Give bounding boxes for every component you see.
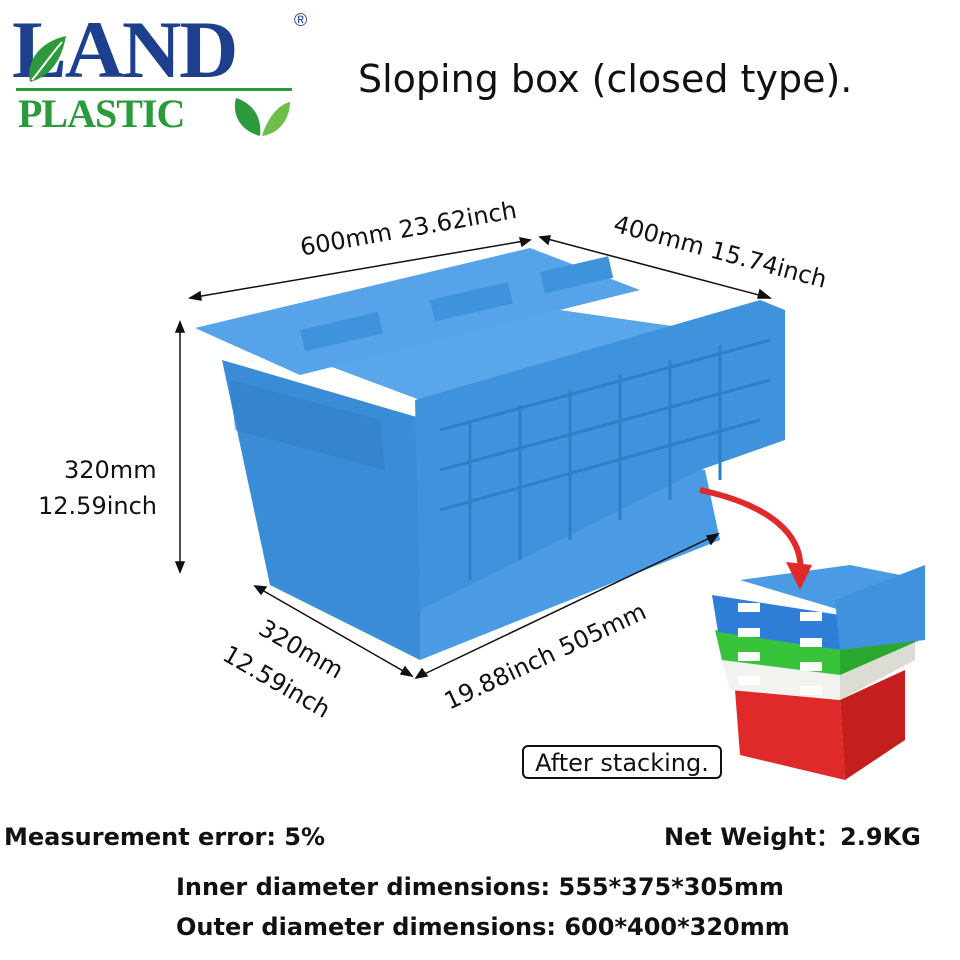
leaf-icon [29,36,66,82]
stacked-boxes [712,565,925,780]
stacking-caption: After stacking. [522,745,722,779]
inner-dimensions: Inner diameter dimensions: 555*375*305mm [176,873,784,901]
measurement-error: Measurement error: 5% [4,823,326,851]
logo-text-plastic: PLASTIC [18,91,185,136]
box-lid-right [415,300,785,610]
outer-dimensions: Outer diameter dimensions: 600*400*320mm [176,913,790,941]
arrow-path [699,487,804,576]
leaves-icon [234,98,290,136]
arrow-head-icon [786,562,812,590]
logo-divider [16,88,292,91]
brand-logo: LAND ® PLASTIC [8,6,318,136]
registered-mark: ® [294,10,308,30]
net-weight: Net Weight：2.9KG [664,823,921,851]
dim-height-inch: 12.59inch [38,492,157,520]
box-inner-wall [300,310,700,400]
page-title: Sloping box (closed type). [358,57,853,101]
dim-height-mm: 320mm [64,456,157,484]
